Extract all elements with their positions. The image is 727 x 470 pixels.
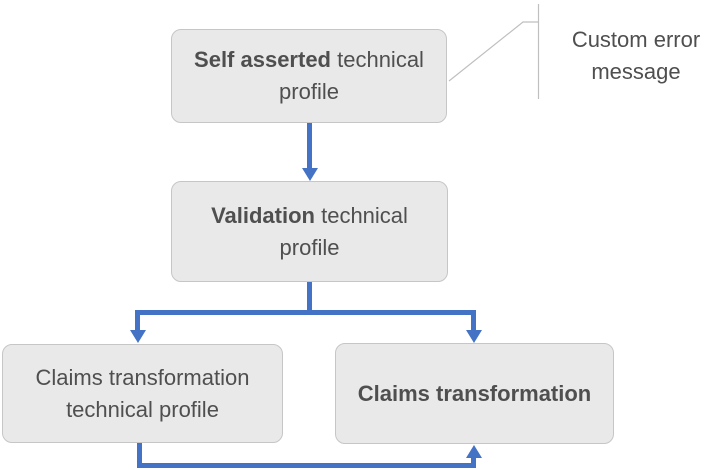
node-label-bold: Self asserted [194,47,331,72]
connector-branch-bar [135,310,476,315]
node-label: Claims transformation [358,378,592,410]
arrow-branch-to-claims-tp-stem [135,310,140,330]
arrow-branch-to-claims-transformation-stem [471,310,476,330]
node-label-bold: Claims transformation [357,380,592,406]
node-label-text: technical profile [279,47,424,104]
callout-leader-line [448,21,538,82]
arrow-bottom-to-claims-transformation-stem [471,457,476,468]
connector-claims-tp-down-stem [137,443,142,468]
arrow-self-asserted-to-validation-head [302,168,318,181]
node-claims-transformation: Claims transformation [335,343,614,444]
arrow-self-asserted-to-validation-stem [307,123,312,168]
node-label: Self asserted technical profile [181,44,437,108]
connector-bottom-bar [137,463,476,468]
node-label-text: Claims transformation technical profile [35,364,250,422]
node-label-bold: Validation [211,202,315,228]
node-validation-technical-profile: Validation technical profile [171,181,448,282]
node-label: Validation technical profile [181,200,438,264]
callout-label: Custom error message [571,27,701,84]
node-label-text: technical profile [279,202,408,260]
arrow-bottom-to-claims-transformation-head [466,445,482,458]
node-claims-transformation-technical-profile: Claims transformation technical profile [2,344,283,443]
node-label: Claims transformation technical profile [12,362,273,426]
arrow-branch-to-claims-transformation-head [466,330,482,343]
node-self-asserted-technical-profile: Self asserted technical profile [171,29,447,123]
connector-validation-branch-stem [307,282,312,313]
arrow-branch-to-claims-tp-head [130,330,146,343]
